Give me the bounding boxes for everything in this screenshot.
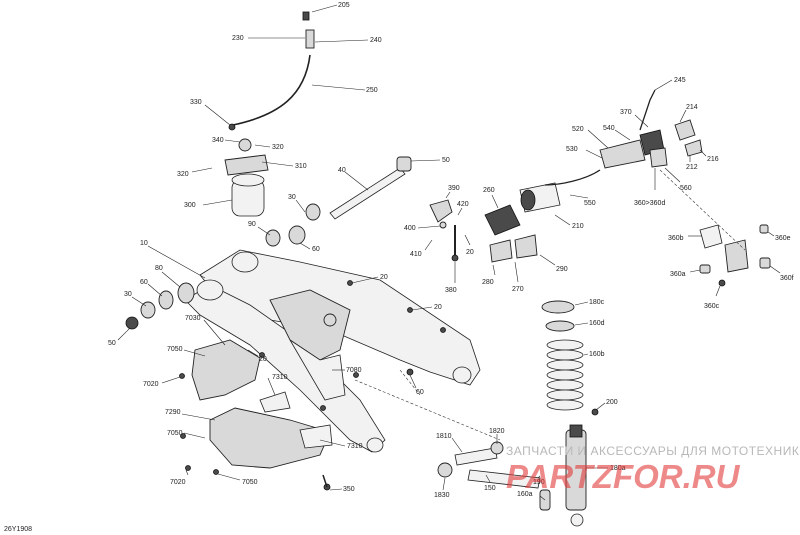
right-brackets — [699, 224, 771, 287]
small-fasteners — [179, 280, 599, 491]
callout-520: 520 — [572, 126, 584, 133]
bearing-stack-left — [125, 282, 195, 330]
callout-550: 550 — [584, 200, 596, 207]
callout-280: 280 — [482, 279, 494, 286]
callout-245: 245 — [674, 77, 686, 84]
shock-reservoir-mount — [224, 123, 269, 217]
callout-160b: 160b — [589, 351, 605, 358]
hose-cap — [302, 11, 310, 21]
callout-60a: 60 — [312, 246, 320, 253]
callout-300: 300 — [184, 202, 196, 209]
callout-380: 380 — [445, 287, 457, 294]
callout-310: 310 — [295, 163, 307, 170]
callout-60c: 60 — [416, 389, 424, 396]
centerline-c — [399, 369, 421, 396]
callout-270: 270 — [512, 286, 524, 293]
swing-arm — [184, 249, 481, 453]
callout-530: 530 — [566, 146, 578, 153]
callout-7050c: 7050 — [242, 479, 258, 486]
callout-7080: 7080 — [346, 367, 362, 374]
callout-80: 80 — [155, 265, 163, 272]
callout-160a: 160a — [517, 491, 533, 498]
callout-360f: 360f — [780, 275, 794, 282]
bearing-stack-top — [265, 203, 321, 247]
callout-20b: 20 — [380, 274, 388, 281]
rear-shock — [541, 300, 587, 527]
callout-360e: 360e — [775, 235, 791, 242]
callout-1820: 1820 — [489, 428, 505, 435]
callout-410: 410 — [410, 251, 422, 258]
callout-180c: 180c — [589, 299, 605, 306]
callout-160d: 160d — [589, 320, 605, 327]
callout-360b: 360b — [668, 235, 684, 242]
callout-260: 260 — [483, 187, 495, 194]
callout-540: 540 — [603, 125, 615, 132]
watermark-brand: PARTZFOR.RU — [506, 458, 741, 495]
callout-7020a: 7020 — [143, 381, 159, 388]
centerline-b — [354, 379, 501, 441]
callout-390: 390 — [448, 185, 460, 192]
callout-20a: 20 — [466, 249, 474, 256]
callout-230: 230 — [232, 35, 244, 42]
callout-360a: 360a — [670, 271, 686, 278]
brake-hose — [232, 54, 311, 126]
callouts: 205 230 240 250 330 340 320 310 320 300 … — [108, 2, 794, 501]
callout-210: 210 — [572, 223, 584, 230]
callout-350: 350 — [343, 486, 355, 493]
callout-320b: 320 — [177, 171, 189, 178]
callout-7050a: 7050 — [167, 346, 183, 353]
callout-290: 290 — [556, 266, 568, 273]
callout-400: 400 — [404, 225, 416, 232]
callout-360: 360>360d — [634, 200, 665, 207]
callout-370: 370 — [620, 109, 632, 116]
callout-216: 216 — [707, 156, 719, 163]
callout-7030: 7030 — [185, 315, 201, 322]
rear-brake-master — [544, 89, 703, 186]
callout-50a: 50 — [442, 157, 450, 164]
callout-30a: 30 — [288, 194, 296, 201]
callout-340: 340 — [212, 137, 224, 144]
callout-330: 330 — [190, 99, 202, 106]
callout-10: 10 — [140, 240, 148, 247]
callout-205: 205 — [338, 2, 350, 9]
callout-360c: 360c — [704, 303, 720, 310]
linkage-rod — [429, 199, 459, 262]
chain-guards — [191, 339, 333, 469]
hose-fitting — [305, 29, 315, 49]
callout-7050b: 7050 — [167, 430, 183, 437]
watermark-caption: ЗАПЧАСТИ И АКСЕССУАРЫ ДЛЯ МОТОТЕХНИКИ — [506, 444, 800, 458]
callout-30b: 30 — [124, 291, 132, 298]
figure-code: 26Y1908 — [4, 526, 32, 533]
callout-20d: 20 — [259, 356, 267, 363]
callout-7310a: 7310 — [272, 374, 288, 381]
pivot-shaft — [329, 156, 412, 220]
callout-1830: 1830 — [434, 492, 450, 499]
callout-420: 420 — [457, 201, 469, 208]
callout-7290: 7290 — [165, 409, 181, 416]
callout-250: 250 — [366, 87, 378, 94]
callout-1810: 1810 — [436, 433, 452, 440]
callout-7020b: 7020 — [170, 479, 186, 486]
callout-60b: 60 — [140, 279, 148, 286]
callout-240: 240 — [370, 37, 382, 44]
watermark: ЗАПЧАСТИ И АКСЕССУАРЫ ДЛЯ МОТОТЕХНИКИ PA… — [506, 444, 800, 495]
callout-50b: 50 — [108, 340, 116, 347]
centerline-a — [659, 169, 746, 251]
callout-20c: 20 — [434, 304, 442, 311]
callout-40: 40 — [338, 167, 346, 174]
callout-212: 212 — [686, 164, 698, 171]
callout-200: 200 — [606, 399, 618, 406]
callout-150: 150 — [484, 485, 496, 492]
upper-linkage-parts — [484, 182, 561, 263]
callout-90: 90 — [248, 221, 256, 228]
callout-320a: 320 — [272, 144, 284, 151]
callout-7310b: 7310 — [347, 443, 363, 450]
callout-190: 190 — [533, 479, 545, 486]
lower-links — [437, 441, 551, 511]
callout-180a: 180a — [610, 465, 626, 472]
callout-560: 560 — [680, 185, 692, 192]
callout-214: 214 — [686, 104, 698, 111]
